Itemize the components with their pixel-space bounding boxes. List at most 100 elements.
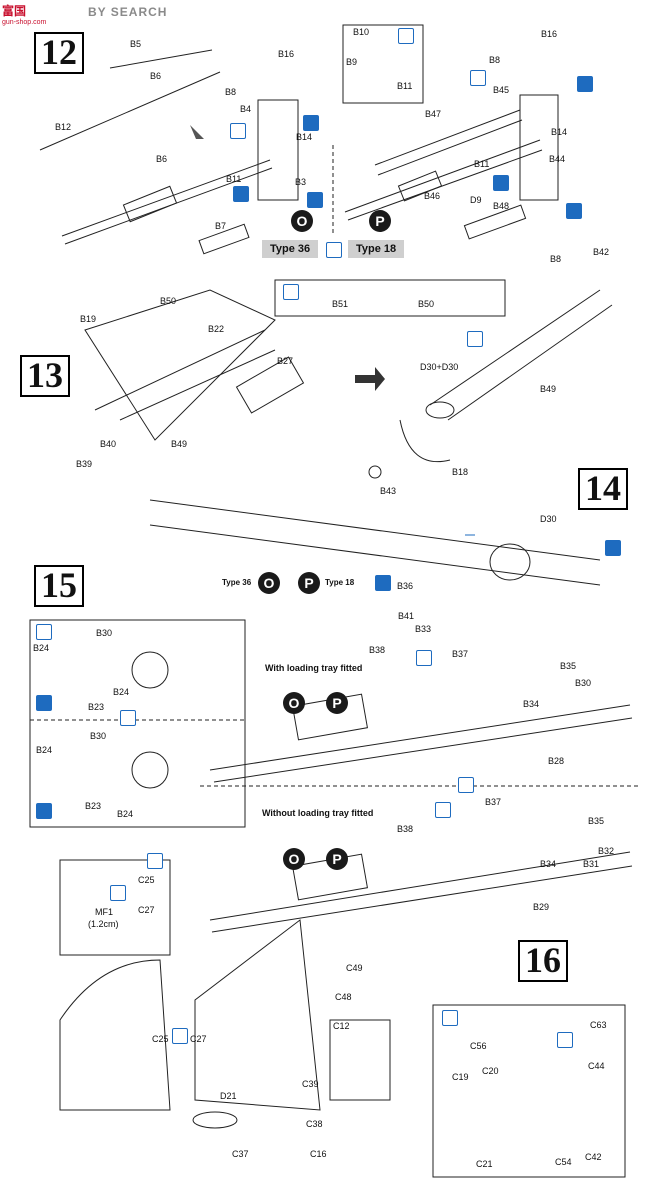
part-label: B24 (36, 745, 53, 755)
watermark-url: gun-shop.com (2, 19, 47, 26)
glue-icon-2 (230, 123, 246, 139)
part-label: B41 (398, 611, 415, 621)
part-label: B31 (583, 859, 600, 869)
part-label: B24 (113, 687, 130, 697)
part-label: B11 (397, 81, 413, 91)
inset-12-box (342, 24, 424, 104)
part-label: B43 (380, 486, 397, 496)
step-15: 15 (34, 565, 84, 607)
part-label: C39 (302, 1079, 319, 1089)
part-label: C27 (190, 1034, 207, 1044)
part-label: B14 (296, 132, 313, 142)
circle-p: P (369, 210, 391, 232)
part-label: B24 (117, 809, 134, 819)
barrel-b47 (374, 109, 523, 176)
part-label: B9 (346, 57, 358, 67)
circle-p-14: P (298, 572, 320, 594)
file-icon (303, 115, 319, 131)
part-label: B38 (369, 645, 386, 655)
part-label: B27 (277, 356, 294, 366)
part-label: B6 (156, 154, 168, 164)
part-label: C12 (333, 1021, 350, 1031)
cradle-frame (84, 289, 276, 441)
part-label: C21 (476, 1159, 493, 1169)
part-label: B22 (208, 324, 225, 334)
part-label: D30+D30 (420, 362, 459, 372)
part-label: B50 (160, 296, 177, 306)
watermark-search: BY SEARCH (88, 5, 168, 19)
step-12: 12 (34, 32, 84, 74)
note-with-tray: With loading tray fitted (265, 663, 363, 673)
cradle-assembled (429, 289, 613, 421)
part-label: C49 (346, 963, 363, 973)
part-label: C25 (152, 1034, 169, 1044)
note-without-tray: Without loading tray fitted (262, 808, 374, 818)
cement-icon (233, 186, 249, 202)
part-label: B35 (560, 661, 577, 671)
part-label: C44 (588, 1061, 605, 1071)
circle-o-15a: O (283, 692, 305, 714)
part-label: B12 (55, 122, 72, 132)
part-label: C63 (590, 1020, 607, 1030)
part-label: B40 (100, 439, 117, 449)
part-label: B16 (278, 49, 295, 59)
change-icon (326, 242, 342, 258)
shield-left (59, 959, 171, 1111)
part-label: B45 (493, 85, 510, 95)
part-label: B6 (150, 71, 162, 81)
watermark-logo: 富国 (2, 4, 27, 18)
change-icon-16 (172, 1028, 188, 1044)
gun-without-tray (209, 851, 633, 933)
part-label: B50 (418, 299, 435, 309)
part-label: B37 (485, 797, 502, 807)
part-label: B37 (452, 649, 469, 659)
step-13: 13 (20, 355, 70, 397)
part-label: B10 (353, 27, 370, 37)
part-label: (1.2cm) (88, 919, 119, 929)
part-label: MF1 (95, 907, 113, 917)
glue-icon-8 (442, 1010, 458, 1026)
part-label: C25 (138, 875, 155, 885)
file-icon-5 (36, 695, 52, 711)
part-label: C27 (138, 905, 155, 915)
part-label: B48 (493, 201, 510, 211)
file-icon-4 (566, 203, 582, 219)
cement-icon-4 (375, 575, 391, 591)
glue-icon-6 (36, 624, 52, 640)
step-14: 14 (578, 468, 628, 510)
barrel-assembled-14 (149, 499, 601, 586)
part-label: B36 (397, 581, 414, 591)
part-label: B16 (541, 29, 558, 39)
type18-small: Type 18 (325, 578, 355, 587)
part-label: B18 (452, 467, 469, 477)
part-label: B14 (551, 127, 568, 137)
part-label: C54 (555, 1157, 572, 1167)
circle-o: O (291, 210, 313, 232)
glue-icon-4 (283, 284, 299, 300)
part-label: B24 (33, 643, 50, 653)
type36-small: Type 36 (222, 578, 252, 587)
part-label: D30 (540, 514, 557, 524)
part-label: B30 (575, 678, 592, 688)
part-label: C48 (335, 992, 352, 1002)
part-label: C37 (232, 1149, 249, 1159)
part-label: B23 (85, 801, 102, 811)
part-label: D21 (220, 1091, 237, 1101)
part-label: B49 (171, 439, 188, 449)
cement-icon-2 (493, 175, 509, 191)
part-label: B8 (489, 55, 501, 65)
part-label: B44 (549, 154, 566, 164)
barrel-b46 (344, 139, 543, 221)
part-label: B11 (226, 174, 242, 184)
inset-16b-box (432, 1004, 626, 1178)
file-icon-6 (36, 803, 52, 819)
part-label: B35 (588, 816, 605, 826)
part-label: B49 (540, 384, 557, 394)
part-label: B3 (295, 177, 307, 187)
change-icon-15a (120, 710, 136, 726)
part-label: C20 (482, 1066, 499, 1076)
part-label: C16 (310, 1149, 327, 1159)
badge-type18: Type 18 (348, 240, 405, 258)
change-icon-c25 (110, 885, 126, 901)
